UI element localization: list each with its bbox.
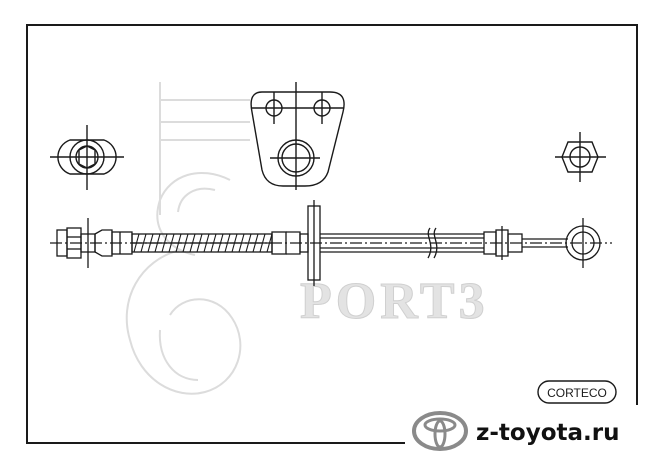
mounting-bracket-view [250, 82, 345, 190]
spring-coil [266, 233, 273, 253]
corteco-label: CORTECO [547, 386, 607, 400]
spring-coil [196, 233, 203, 253]
spring-coil [238, 233, 245, 253]
spring-coil [182, 233, 189, 253]
site-label: z-toyota.ru [476, 420, 620, 446]
spring-coil [224, 233, 231, 253]
left-fitting-end-view [50, 125, 124, 190]
toyota-logo-icon [412, 411, 468, 451]
corteco-brand-badge: CORTECO [537, 380, 617, 404]
right-nut-end-view [555, 132, 606, 182]
site-logo: z-toyota.ru [405, 405, 645, 461]
spring-coil [133, 233, 140, 253]
spring-coil [168, 233, 175, 253]
watermark-logo-icon [125, 82, 250, 395]
spring-coil [140, 233, 147, 253]
brake-hose-side-view [50, 218, 612, 268]
spring-coil [210, 233, 217, 253]
spring-coil [203, 233, 210, 253]
spring-coil [147, 233, 154, 253]
watermark-text: PORT3 [300, 273, 489, 330]
spring-guard-coils [133, 233, 273, 253]
brake-hose-side-view-right [271, 200, 601, 286]
spring-coil [252, 233, 259, 253]
drawing-frame [26, 24, 638, 444]
spring-coil [161, 233, 168, 253]
spring-coil [231, 233, 238, 253]
spring-coil [175, 233, 182, 253]
spring-coil [245, 233, 252, 253]
spring-coil [259, 233, 266, 253]
spring-coil [189, 233, 196, 253]
spring-coil [217, 233, 224, 253]
spring-coil [154, 233, 161, 253]
